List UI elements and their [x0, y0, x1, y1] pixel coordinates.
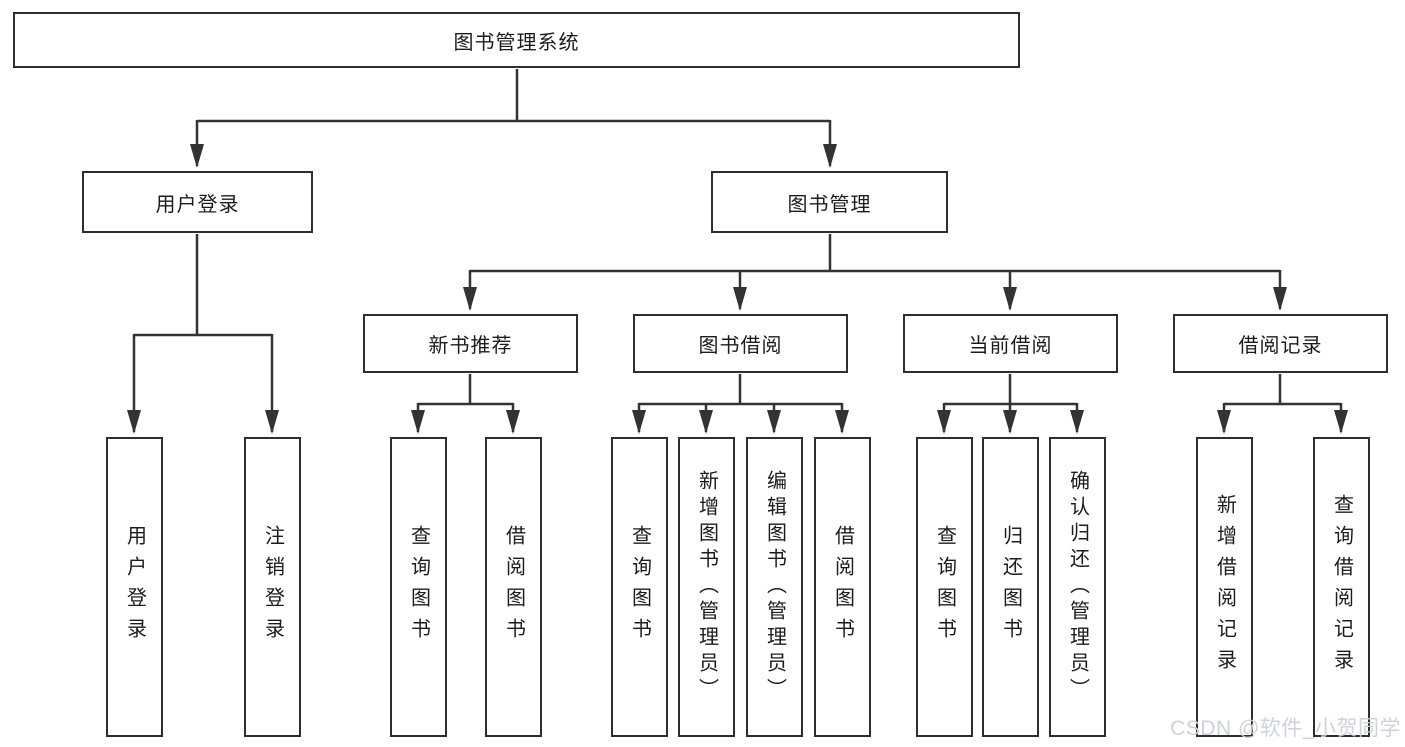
node-book-management: 图书管理: [711, 171, 948, 233]
leaf-logout-label: 注销登录: [261, 525, 284, 649]
leaf-recommend-query-books-label: 查询图书: [407, 525, 430, 649]
leaf-recommend-borrow-books-label: 借阅图书: [502, 525, 525, 649]
leaf-query-borrow-record-label: 查询借阅记录: [1330, 494, 1353, 680]
leaf-confirm-return-admin: 确认归还（管理员）: [1049, 437, 1106, 737]
leaf-confirm-return-admin-label: 确认归还（管理员）: [1066, 470, 1089, 704]
node-new-book-recommend-label: 新书推荐: [428, 335, 513, 357]
leaf-add-borrow-record: 新增借阅记录: [1196, 437, 1253, 737]
leaf-user-login-label: 用户登录: [123, 525, 146, 649]
node-user-login: 用户登录: [82, 171, 313, 233]
node-current-borrow: 当前借阅: [903, 314, 1118, 373]
leaf-borrow-query-books: 查询图书: [611, 437, 668, 737]
leaf-logout: 注销登录: [244, 437, 301, 737]
leaf-edit-books-admin-label: 编辑图书（管理员）: [763, 470, 786, 704]
leaf-borrow-books-label: 借阅图书: [831, 525, 854, 649]
leaf-borrow-books: 借阅图书: [814, 437, 871, 737]
leaf-return-books-label: 归还图书: [999, 525, 1022, 649]
leaf-query-borrow-record: 查询借阅记录: [1313, 437, 1370, 737]
leaf-recommend-query-books: 查询图书: [390, 437, 447, 737]
leaf-edit-books-admin: 编辑图书（管理员）: [746, 437, 803, 737]
leaf-current-query-books-label: 查询图书: [933, 525, 956, 649]
leaf-add-borrow-record-label: 新增借阅记录: [1213, 494, 1236, 680]
node-borrow-record-label: 借阅记录: [1238, 335, 1323, 357]
leaf-return-books: 归还图书: [982, 437, 1039, 737]
node-borrow-record: 借阅记录: [1173, 314, 1388, 373]
leaf-recommend-borrow-books: 借阅图书: [485, 437, 542, 737]
leaf-current-query-books: 查询图书: [916, 437, 973, 737]
node-user-login-label: 用户登录: [155, 193, 240, 216]
node-current-borrow-label: 当前借阅: [968, 335, 1053, 357]
node-library-management-system-label: 图书管理系统: [453, 31, 580, 54]
leaf-add-books-admin: 新增图书（管理员）: [678, 437, 735, 737]
node-new-book-recommend: 新书推荐: [363, 314, 578, 373]
node-book-management-label: 图书管理: [787, 193, 872, 216]
leaf-borrow-query-books-label: 查询图书: [628, 525, 651, 649]
csdn-watermark: CSDN @软件_小贺同学: [1170, 717, 1401, 740]
node-library-management-system: 图书管理系统: [13, 12, 1020, 68]
node-book-borrow-label: 图书借阅: [698, 335, 783, 357]
node-book-borrow: 图书借阅: [633, 314, 848, 373]
leaf-user-login: 用户登录: [106, 437, 163, 737]
leaf-add-books-admin-label: 新增图书（管理员）: [695, 470, 718, 704]
